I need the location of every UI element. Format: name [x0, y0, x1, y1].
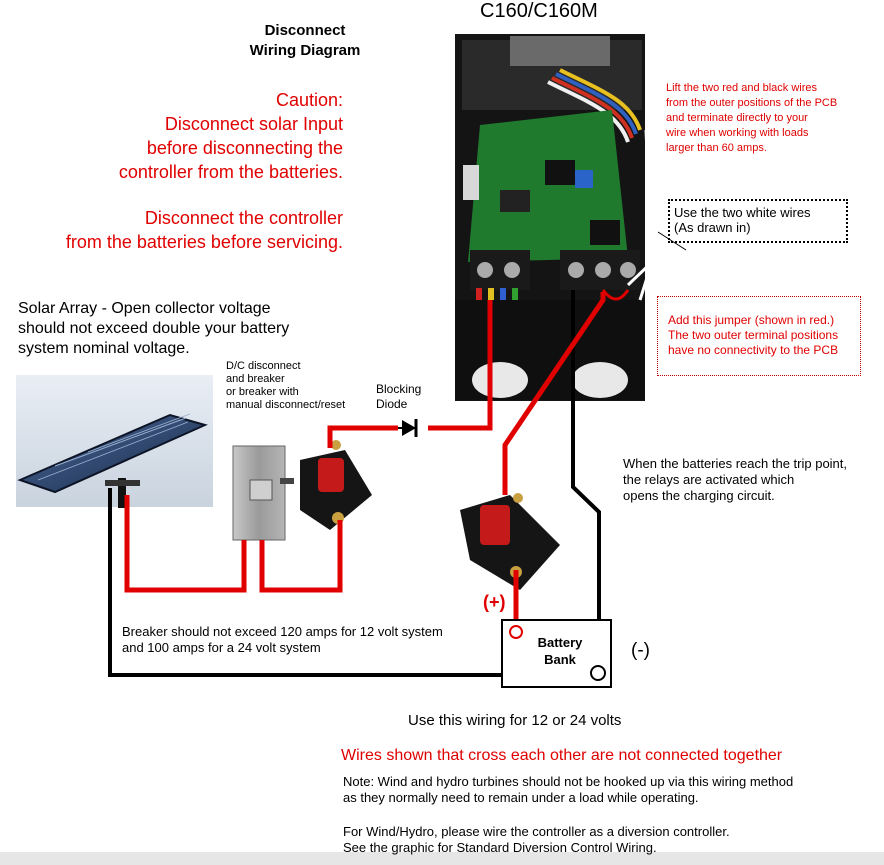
battery-negative-terminal [590, 665, 606, 681]
solar-panel-image [16, 375, 213, 508]
battery-positive-terminal [509, 625, 523, 639]
negative-wires [108, 290, 601, 677]
circuit-breaker-2 [460, 493, 560, 590]
battery-bank-box [501, 619, 612, 688]
diversion-note: For Wind/Hydro, please wire the controll… [343, 824, 730, 855]
use-wiring-label: Use this wiring for 12 or 24 volts [408, 712, 622, 729]
white-wires-note-box [668, 199, 848, 243]
circuit-breaker-1 [300, 440, 372, 530]
trip-point-note: When the batteries reach the trip point,… [623, 456, 848, 503]
dc-disconnect-switch [232, 445, 294, 541]
jumper-note: Add this jumper (shown in red.) The two … [668, 313, 839, 357]
white-wires-note: Use the two white wires (As drawn in) [674, 205, 811, 235]
lift-wires-note: Lift the two red and black wires from th… [666, 82, 838, 154]
pcb-board [468, 110, 628, 262]
wind-hydro-note: Note: Wind and hydro turbines should not… [343, 774, 794, 805]
caution-text: Caution: Disconnect solar Input before d… [65, 90, 343, 252]
dc-disconnect-label: D/C disconnect and breaker or breaker wi… [226, 360, 346, 411]
positive-label: (+) [483, 592, 506, 612]
diagram-title: Disconnect Wiring Diagram [249, 22, 361, 59]
breaker-note: Breaker should not exceed 120 amps for 1… [122, 624, 443, 655]
controller-model-label: C160/C160M [480, 0, 598, 22]
battery-bank-label: Battery Bank [537, 635, 583, 667]
negative-label: (-) [631, 640, 650, 661]
jumper-note-box [657, 296, 861, 376]
blocking-diode-symbol [398, 419, 418, 437]
controller-photo [455, 34, 645, 401]
solar-array-note: Solar Array - Open collector voltage sho… [18, 300, 290, 357]
blocking-diode-label: Blocking Diode [376, 382, 422, 411]
crossing-wires-warning: Wires shown that cross each other are no… [341, 747, 783, 764]
